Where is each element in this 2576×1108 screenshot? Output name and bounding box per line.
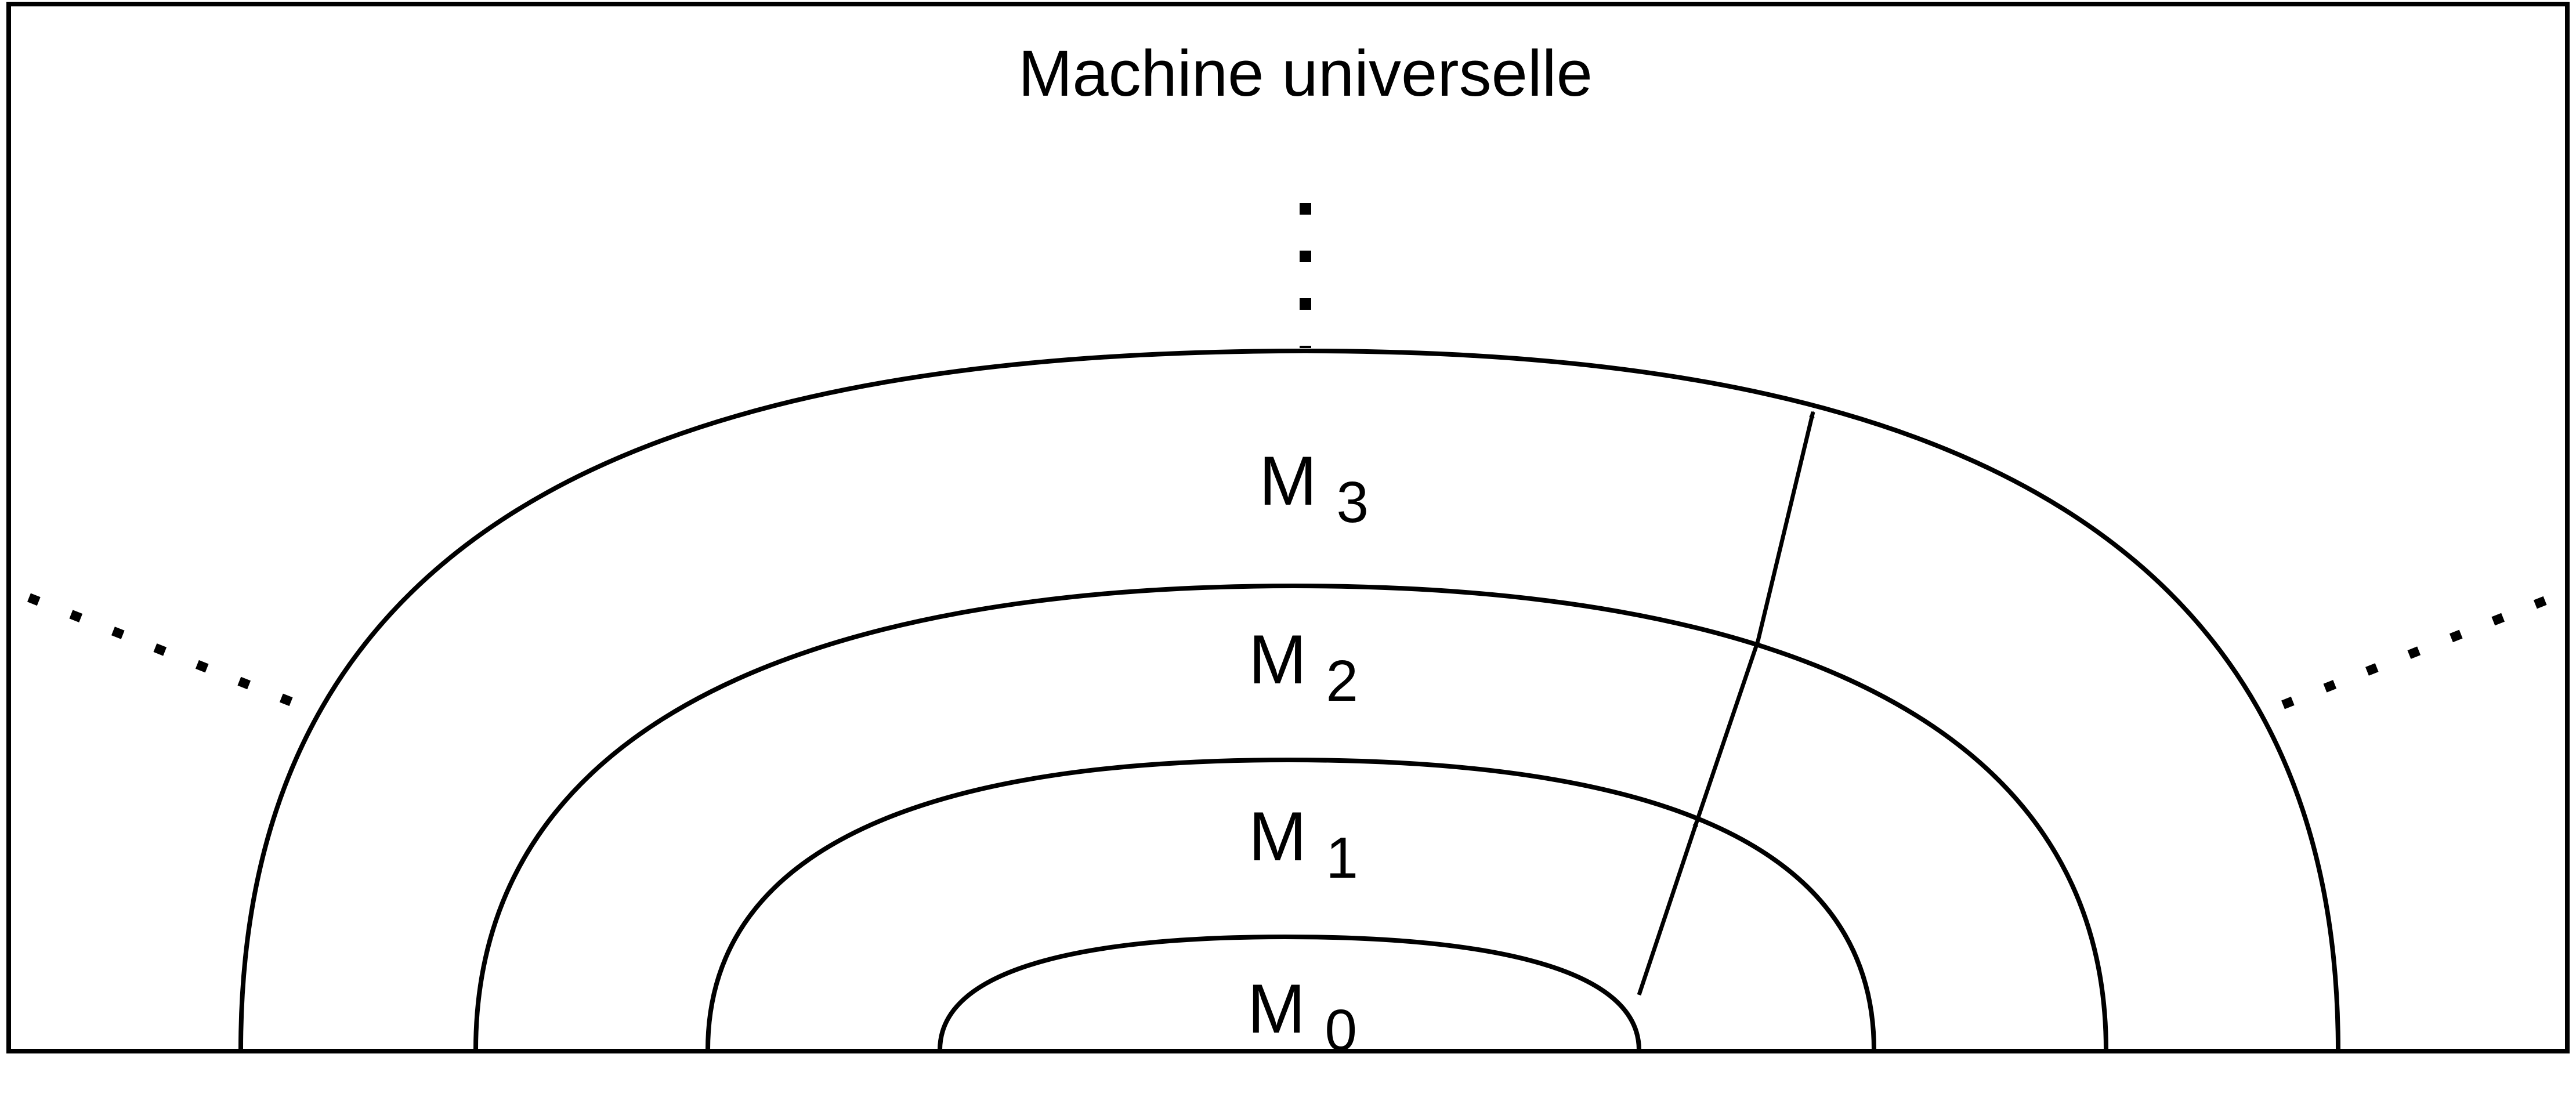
right-ellipsis-dots xyxy=(2281,593,2555,709)
diagram-title: Machine universelle xyxy=(1018,37,1593,110)
label-m3-base: M xyxy=(1259,442,1317,520)
label-m3-index: 3 xyxy=(1336,470,1369,535)
label-m3: M 3 xyxy=(1259,442,1369,535)
label-m1-index: 1 xyxy=(1326,825,1358,890)
label-m1: M 1 xyxy=(1249,798,1358,890)
machine-boundary-m2 xyxy=(473,583,2108,1051)
machine-boundary-m3 xyxy=(238,348,2340,1051)
label-m2: M 2 xyxy=(1249,621,1358,714)
arrow-m2-to-m3 xyxy=(1756,411,1815,642)
machine-boundary-m0 xyxy=(938,934,1641,1051)
label-m2-index: 2 xyxy=(1326,649,1358,714)
label-m0-index: 0 xyxy=(1325,998,1357,1063)
arrow-m1-to-m2 xyxy=(1695,640,1760,822)
machine-boundary-m1 xyxy=(705,757,1876,1051)
outer-frame xyxy=(6,2,2570,1053)
left-ellipsis-dots xyxy=(27,593,301,709)
label-m2-base: M xyxy=(1249,621,1307,698)
label-m0: M 0 xyxy=(1247,970,1357,1063)
label-m1-base: M xyxy=(1249,798,1307,875)
label-m0-base: M xyxy=(1247,970,1305,1048)
arrow-m0-to-m1 xyxy=(1637,820,1699,996)
